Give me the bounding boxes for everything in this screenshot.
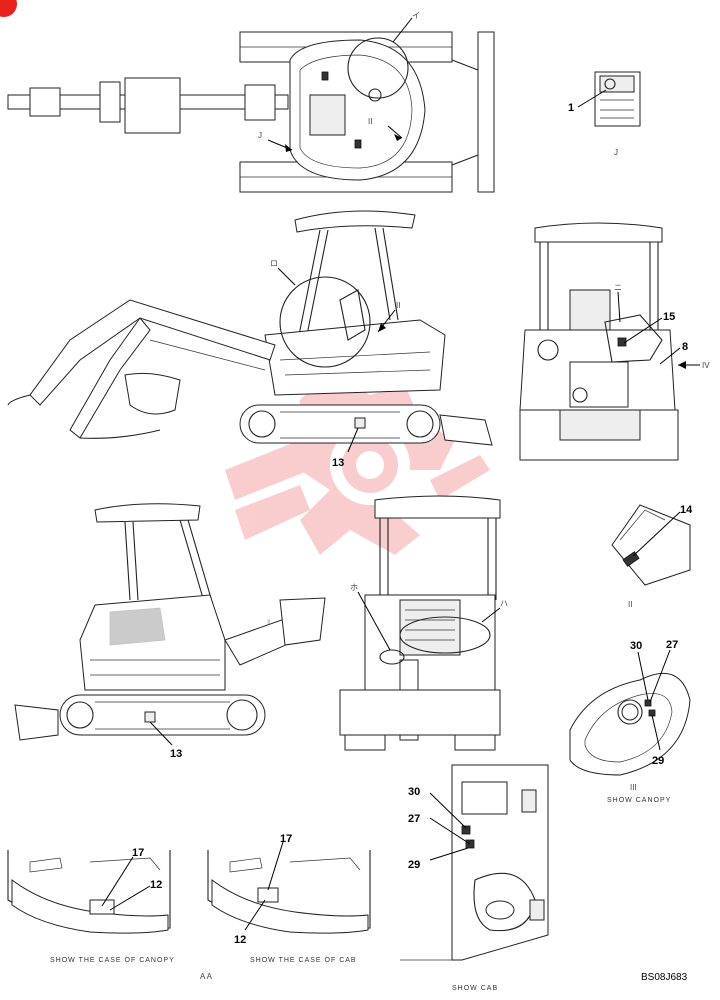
- callout-8: 8: [682, 341, 688, 353]
- mark-ni: ニ: [614, 283, 622, 292]
- callout-13-bottom: 13: [170, 748, 182, 760]
- mark-ha: ハ: [500, 599, 508, 608]
- callout-1: 1: [568, 102, 574, 114]
- callout-14: 14: [680, 504, 693, 516]
- side-view-canopy: ロ II 13: [7, 210, 493, 469]
- caption-case-cab: SHOW THE CASE OF CAB: [250, 957, 357, 964]
- side-view-cab: 13: [14, 503, 326, 760]
- callout-27-canopy: 27: [666, 639, 678, 651]
- view-label-iii: III: [630, 783, 637, 792]
- rear-view-canopy: ニ 15 8 IV: [519, 222, 710, 461]
- callout-17-cab: 17: [280, 833, 292, 845]
- callout-29-canopy: 29: [652, 755, 664, 767]
- view-label-ii-side: II: [396, 301, 400, 310]
- detail-iii-canopy: 30 27 29 III SHOW CANOPY: [569, 639, 691, 804]
- callout-30-cab: 30: [408, 786, 420, 798]
- view-label-j: J: [614, 148, 618, 157]
- top-view-drawing: イ J II: [7, 11, 495, 193]
- watermark-logo: [225, 370, 490, 555]
- mark-i: イ: [412, 11, 420, 20]
- callout-27-cab: 27: [408, 813, 420, 825]
- mark-ho: ホ: [350, 583, 358, 592]
- view-label-ii: II: [628, 600, 632, 609]
- drawing-number: BS08J683: [641, 972, 688, 983]
- view-label-ii-top: II: [368, 117, 372, 126]
- mark-ro: ロ: [270, 259, 278, 268]
- detail-j: 1 J: [568, 71, 641, 157]
- view-label-j-left: J: [258, 131, 262, 140]
- callout-12-canopy: 12: [150, 879, 162, 891]
- detail-show-cab: 30 27 29 SHOW CAB: [400, 764, 549, 992]
- detail-aa-cab: 17 12 SHOW THE CASE OF CAB: [207, 833, 371, 964]
- detail-ii: 14 II: [611, 504, 693, 609]
- callout-29-cab: 29: [408, 859, 420, 871]
- caption-case-canopy: SHOW THE CASE OF CANOPY: [50, 957, 175, 964]
- front-view-canopy: ハ ホ: [339, 495, 508, 751]
- callout-17-canopy: 17: [132, 847, 144, 859]
- caption-show-canopy: SHOW CANOPY: [607, 797, 671, 804]
- caption-show-cab: SHOW CAB: [452, 985, 498, 992]
- callout-12-cab: 12: [234, 934, 246, 946]
- callout-15: 15: [663, 311, 675, 323]
- callout-13-top: 13: [332, 457, 344, 469]
- view-label-aa: A A: [200, 972, 213, 981]
- detail-aa-canopy: 17 12 SHOW THE CASE OF CANOPY: [7, 847, 175, 964]
- view-label-iv: IV: [702, 361, 710, 370]
- callout-30-canopy: 30: [630, 640, 642, 652]
- corner-badge: [0, 0, 17, 17]
